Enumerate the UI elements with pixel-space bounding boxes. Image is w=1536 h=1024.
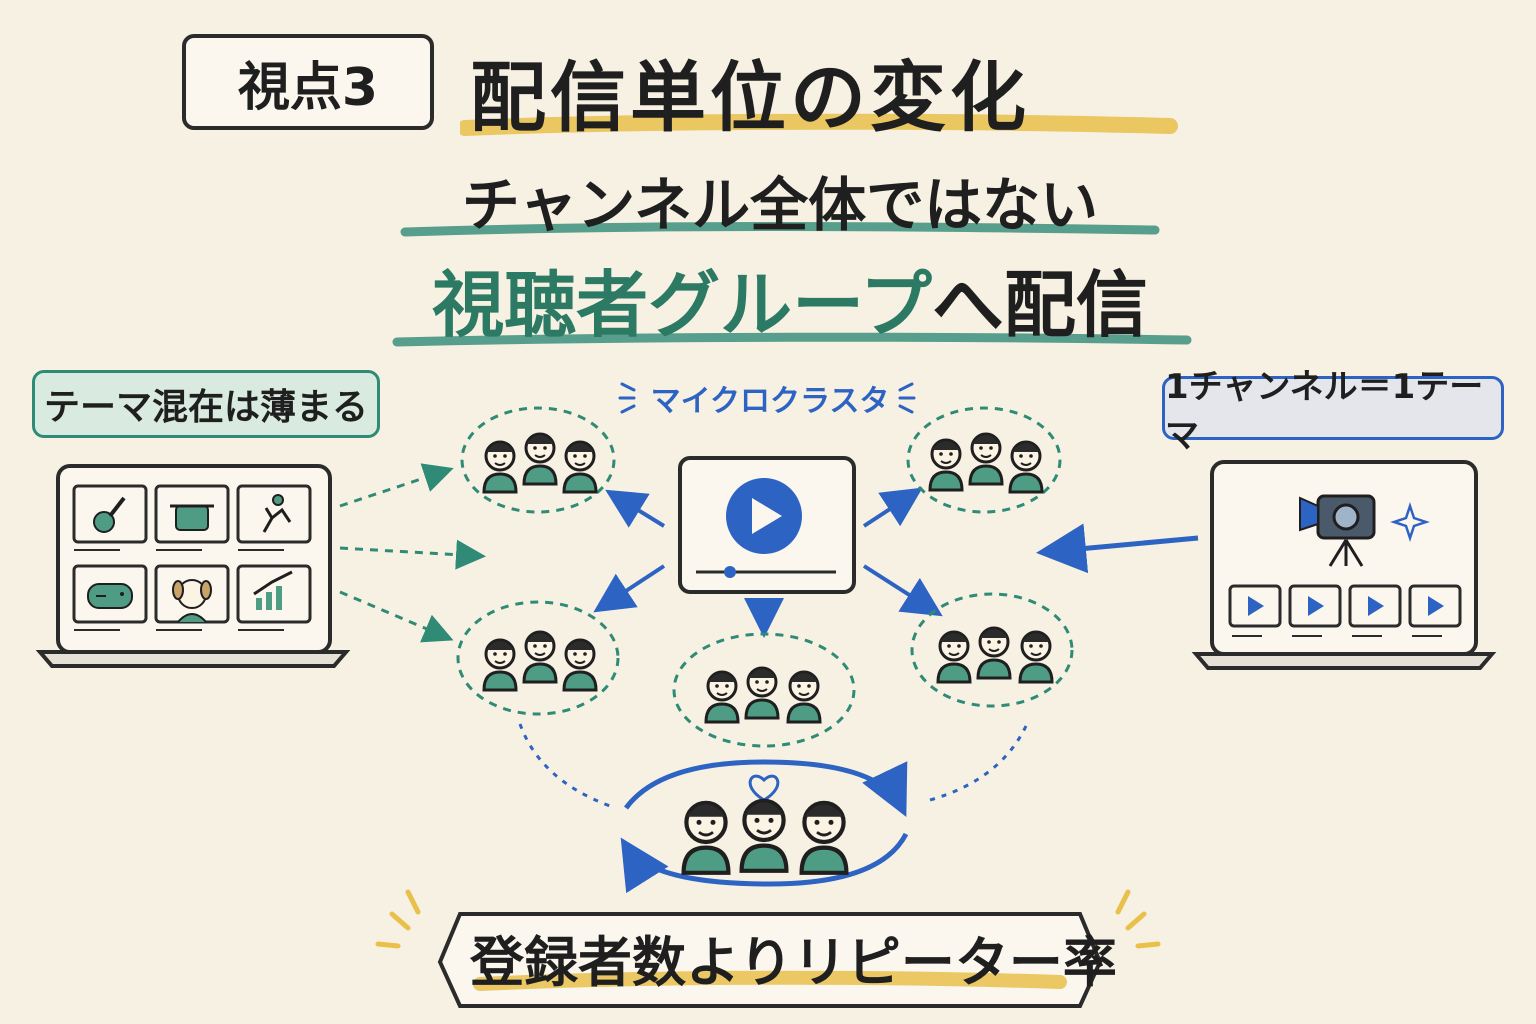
left-panel-label: テーマ混在は薄まる (32, 370, 380, 438)
right-arrow (1036, 523, 1199, 574)
cluster-top-right (928, 432, 1044, 494)
subtitle-line1: チャンネル全体ではない (461, 171, 1099, 239)
right-laptop (1191, 460, 1497, 670)
left-laptop (35, 464, 351, 668)
video-player (678, 456, 856, 594)
camera-icon (1299, 494, 1376, 567)
pot-icon (170, 504, 214, 531)
subtitle2-underline (392, 332, 1192, 347)
cluster-top-left (482, 432, 598, 494)
heart-icon (748, 774, 780, 802)
sparkle-icon (1390, 502, 1430, 542)
dog-icon (172, 579, 212, 623)
cluster-bottom-left (482, 630, 598, 692)
cluster-ellipses (456, 406, 1074, 748)
subtitle-line2: 視聴者グループへ配信 (390, 246, 1190, 351)
guitar-icon (93, 496, 126, 533)
title-underline (460, 113, 1178, 136)
center-arrows (593, 487, 943, 638)
bottom-message: 登録者数よりリピーター率 (470, 931, 1117, 994)
subtitle-line2-highlight: 視聴者グループ (432, 263, 932, 347)
chart-icon (253, 570, 293, 610)
loyal-viewers (684, 801, 847, 873)
subtitle1-underline (400, 222, 1160, 237)
loop-connectors (518, 723, 1028, 808)
page-title: 配信単位の変化 (470, 53, 1030, 142)
play-icon (1248, 596, 1444, 616)
cluster-bottom-center (704, 666, 822, 724)
repeat-loop (620, 759, 909, 894)
cluster-bottom-right (936, 626, 1054, 684)
subtitle-line2-rest: へ配信 (931, 263, 1148, 347)
micro-cluster-label: マイクロクラスタ (650, 384, 890, 419)
left-arrows (339, 463, 486, 643)
bottom-banner (375, 889, 1161, 1008)
gamepad-icon (87, 583, 133, 609)
runner-icon (262, 494, 292, 533)
viewpoint-tag: 視点3 (182, 34, 434, 130)
spark-marks (618, 382, 916, 414)
